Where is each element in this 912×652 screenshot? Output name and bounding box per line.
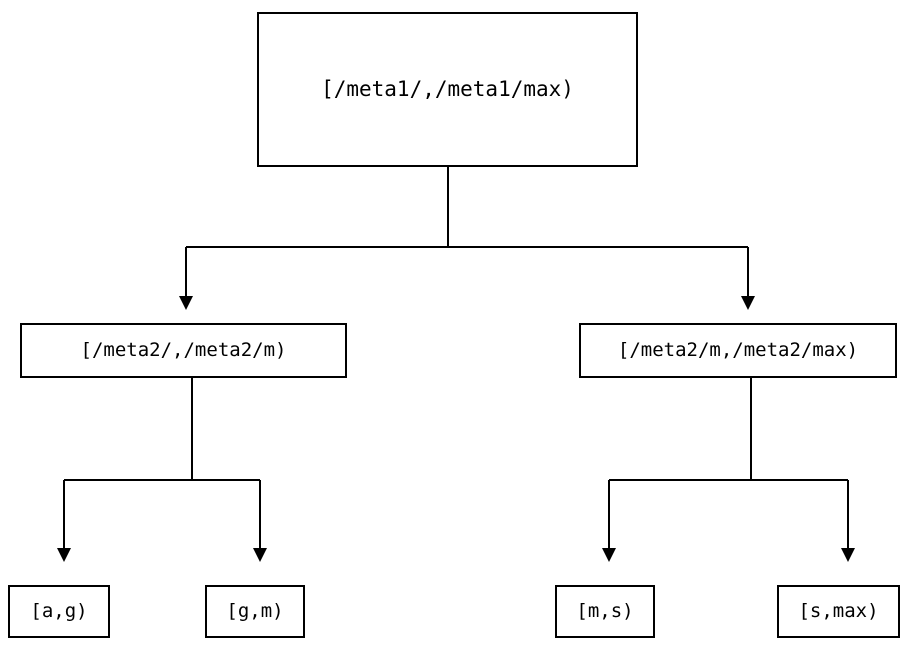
node-mid-left[interactable]: [/meta2/,/meta2/m): [20, 323, 347, 378]
node-root[interactable]: [/meta1/,/meta1/max): [257, 12, 638, 167]
node-leaf-1[interactable]: [g,m): [205, 585, 305, 638]
arrowhead-root-to-mid-left: [179, 296, 193, 310]
arrowhead-mid-right-to-leaf-2: [602, 548, 616, 562]
node-leaf-0[interactable]: [a,g): [8, 585, 110, 638]
arrowhead-mid-right-to-leaf-3: [841, 548, 855, 562]
node-mid-right[interactable]: [/meta2/m,/meta2/max): [579, 323, 897, 378]
node-leaf-2[interactable]: [m,s): [555, 585, 655, 638]
arrowhead-root-to-mid-right: [741, 296, 755, 310]
arrowhead-mid-left-to-leaf-0: [57, 548, 71, 562]
node-leaf-3[interactable]: [s,max): [777, 585, 900, 638]
arrowhead-mid-left-to-leaf-1: [253, 548, 267, 562]
